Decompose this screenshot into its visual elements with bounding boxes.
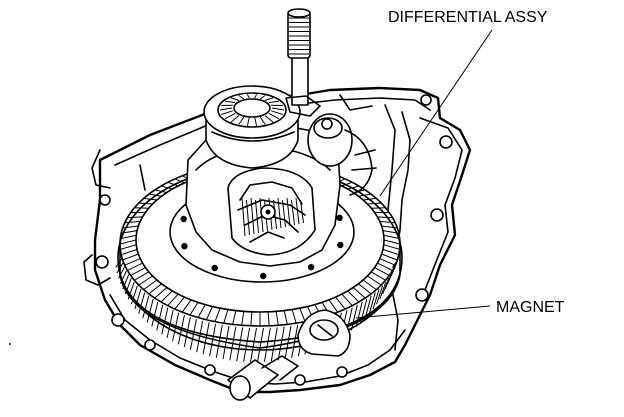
- speck: [9, 343, 11, 345]
- differential-assy-label: DIFFERENTIAL ASSY: [388, 9, 548, 26]
- magnet-label: MAGNET: [496, 299, 565, 316]
- drain-fitting: [228, 356, 298, 400]
- differential-leader-line: [380, 30, 492, 196]
